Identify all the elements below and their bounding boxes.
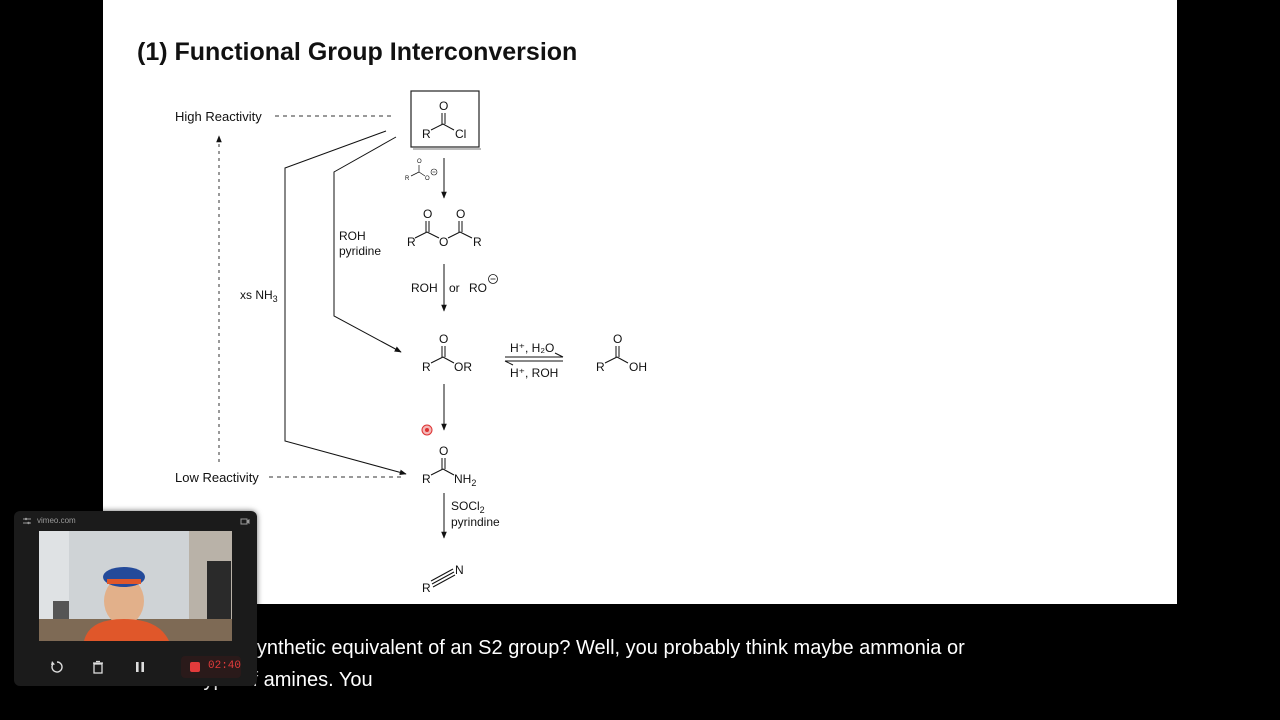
xs-nh3-label: xs NH3: [240, 288, 278, 304]
amide-structure: O R NH2: [422, 444, 476, 488]
h-h2o-label: H⁺, H₂O: [510, 341, 554, 355]
roh-or-label: ROH: [411, 281, 438, 295]
svg-text:R: R: [407, 235, 416, 249]
svg-text:Cl: Cl: [455, 127, 466, 141]
carboxylic-acid-structure: O R OH: [596, 332, 647, 374]
stop-recording-button[interactable]: 02:40: [181, 656, 241, 678]
svg-text:NH2: NH2: [454, 472, 476, 488]
svg-text:O: O: [417, 159, 422, 165]
ester-structure: O R OR: [422, 332, 472, 374]
restart-button[interactable]: [46, 656, 68, 678]
svg-text:O: O: [425, 176, 430, 182]
high-reactivity-label: High Reactivity: [175, 109, 262, 124]
recorder-controls: 02:40: [14, 651, 257, 686]
trash-icon: [93, 660, 103, 674]
svg-text:OR: OR: [454, 360, 472, 374]
reaction-diagram: High Reactivity Low Reactivity O R Cl O …: [175, 90, 647, 595]
recorder-domain: vimeo.com: [37, 516, 76, 525]
svg-text:O: O: [423, 207, 432, 221]
webcam-feed: [39, 531, 232, 641]
anhydride-structure: O R O O R: [407, 207, 482, 249]
svg-text:R: R: [422, 360, 431, 374]
camera-icon[interactable]: [240, 516, 250, 526]
nitrile-structure: R N: [422, 563, 464, 595]
pause-button[interactable]: [129, 656, 151, 678]
svg-text:N: N: [455, 563, 464, 577]
svg-text:R: R: [422, 472, 431, 486]
socl2-label: SOCl2: [451, 499, 485, 515]
svg-text:R: R: [405, 176, 410, 182]
path-chloride-to-amide: [284, 130, 407, 476]
h-roh-label: H⁺, ROH: [510, 366, 558, 380]
stop-icon: [190, 662, 200, 672]
low-reactivity-label: Low Reactivity: [175, 470, 259, 485]
svg-text:O: O: [439, 332, 448, 346]
roh-label: ROH: [339, 229, 366, 243]
svg-text:O: O: [456, 207, 465, 221]
svg-text:O: O: [439, 444, 448, 458]
pyrindine-label: pyrindine: [451, 515, 500, 529]
recording-timer: 02:40: [208, 660, 242, 672]
svg-text:O: O: [439, 99, 448, 113]
video-recorder-widget[interactable]: vimeo.com: [14, 511, 257, 686]
caption-text: s the synthetic equivalent of an S2 grou…: [198, 632, 1098, 696]
svg-text:R: R: [422, 127, 431, 141]
svg-text:OH: OH: [629, 360, 647, 374]
site-settings-icon[interactable]: [23, 517, 31, 525]
svg-text:R: R: [596, 360, 605, 374]
svg-text:R: R: [422, 581, 431, 595]
pause-icon: [136, 662, 144, 672]
or-label: or: [449, 281, 460, 295]
restart-icon: [51, 661, 63, 673]
carboxylate-reagent: O R O: [405, 159, 438, 182]
slide-title: (1) Functional Group Interconversion: [137, 38, 578, 66]
path-chloride-to-ester: [333, 136, 402, 353]
recorder-header: vimeo.com: [14, 511, 257, 531]
caption-line-1: s the synthetic equivalent of an S2 grou…: [198, 637, 965, 659]
pyridine-label: pyridine: [339, 244, 381, 258]
delete-button[interactable]: [87, 656, 109, 678]
minus-charge-icon: [488, 274, 498, 284]
slide: (1) Functional Group Interconversion Hig…: [103, 0, 1177, 604]
caption-line-2: type of amines. You: [198, 669, 373, 691]
acid-chloride-structure: O R Cl: [422, 99, 466, 141]
svg-text:O: O: [613, 332, 622, 346]
svg-text:O: O: [439, 235, 448, 249]
svg-text:R: R: [473, 235, 482, 249]
ro-label: RO: [469, 281, 487, 295]
